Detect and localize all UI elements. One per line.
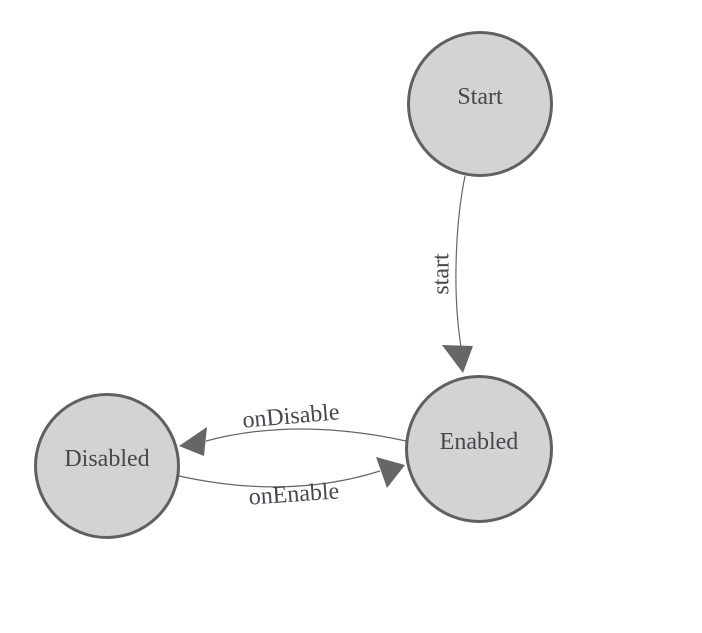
edge-disabled-to-enabled (178, 470, 381, 488)
node-start[interactable]: Start (407, 31, 553, 177)
arrowhead-enabled-to-disabled-icon (179, 427, 207, 456)
arrowhead-start-to-enabled-icon (442, 345, 473, 373)
edge-enabled-to-disabled (205, 428, 407, 442)
edge-label-start: start (428, 253, 455, 295)
node-disabled-label: Disabled (64, 445, 150, 472)
node-enabled-label: Enabled (439, 428, 519, 455)
edge-start-to-enabled (455, 175, 466, 348)
arrowhead-disabled-to-enabled-icon (376, 457, 405, 488)
node-disabled[interactable]: Disabled (34, 393, 180, 539)
node-start-label: Start (457, 83, 503, 110)
node-enabled[interactable]: Enabled (405, 375, 553, 523)
